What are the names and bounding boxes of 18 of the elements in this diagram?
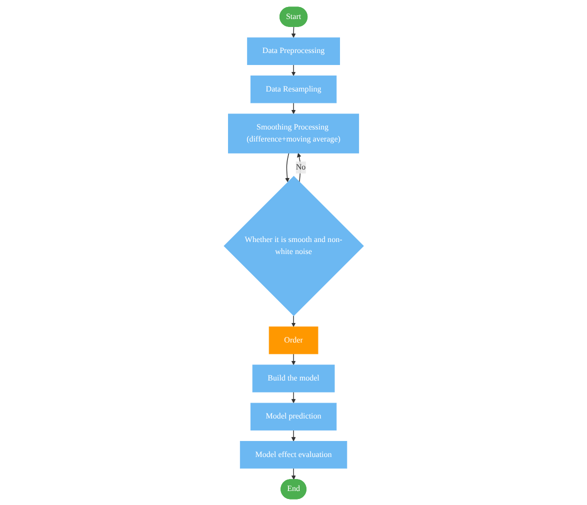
node-box: Data Preprocessing <box>246 36 340 65</box>
edge-label: No <box>296 162 306 171</box>
arrow <box>291 467 296 480</box>
arrow <box>291 353 296 365</box>
arrow <box>291 102 296 114</box>
arrow <box>291 391 296 403</box>
node-box: Order <box>268 326 318 354</box>
node-box: Model effect evaluation <box>240 440 347 468</box>
arrow <box>291 314 296 326</box>
arrow <box>291 26 296 38</box>
arrow <box>291 429 296 441</box>
node-box: Data Resampling <box>250 75 336 103</box>
node-box: Model prediction <box>250 402 336 430</box>
arrow <box>284 152 290 182</box>
node-diamond: Whether it is smooth and non-white noise <box>223 175 364 316</box>
node-box: Smoothing Processing (difference+moving average) <box>228 113 359 153</box>
node-box: Build the model <box>252 364 334 392</box>
arrow <box>291 64 296 76</box>
